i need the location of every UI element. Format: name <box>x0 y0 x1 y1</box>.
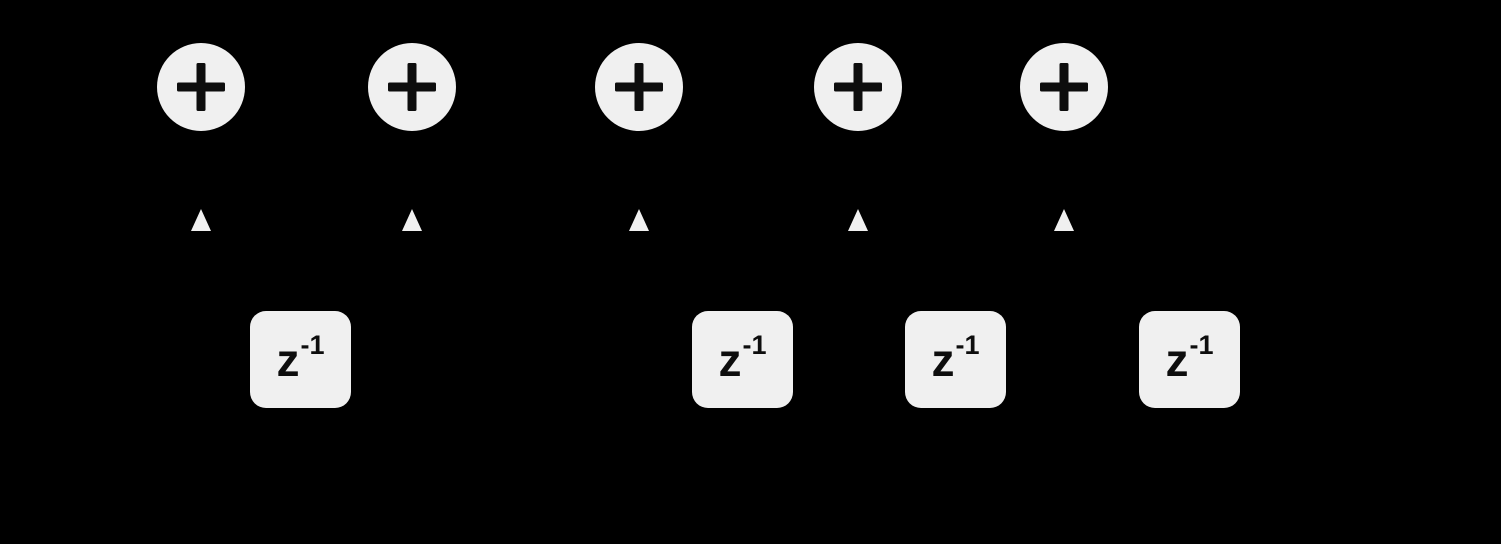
delay-exponent-label: -1 <box>300 330 325 360</box>
delay-exponent-label: -1 <box>742 330 767 360</box>
delay-box: z-1 <box>250 311 351 408</box>
triangle-up-icon <box>1054 209 1074 231</box>
delay-base-label: z <box>276 333 300 386</box>
plus-icon <box>388 63 436 111</box>
delay-box: z-1 <box>905 311 1006 408</box>
delay-box: z-1 <box>692 311 793 408</box>
adder-node <box>368 43 456 131</box>
adder-node <box>814 43 902 131</box>
triangle-up-icon <box>848 209 868 231</box>
delay-exponent-label: -1 <box>1189 330 1214 360</box>
triangle-up-icon <box>629 209 649 231</box>
delay-base-label: z <box>1165 333 1189 386</box>
delay-base-label: z <box>718 333 742 386</box>
delay-exponent-label: -1 <box>955 330 980 360</box>
delay-box: z-1 <box>1139 311 1240 408</box>
triangle-up-icon <box>191 209 211 231</box>
adder-node <box>595 43 683 131</box>
plus-icon <box>177 63 225 111</box>
adder-node <box>157 43 245 131</box>
plus-icon <box>615 63 663 111</box>
plus-icon <box>1040 63 1088 111</box>
delay-base-label: z <box>931 333 955 386</box>
adder-node <box>1020 43 1108 131</box>
plus-icon <box>834 63 882 111</box>
triangle-up-icon <box>402 209 422 231</box>
